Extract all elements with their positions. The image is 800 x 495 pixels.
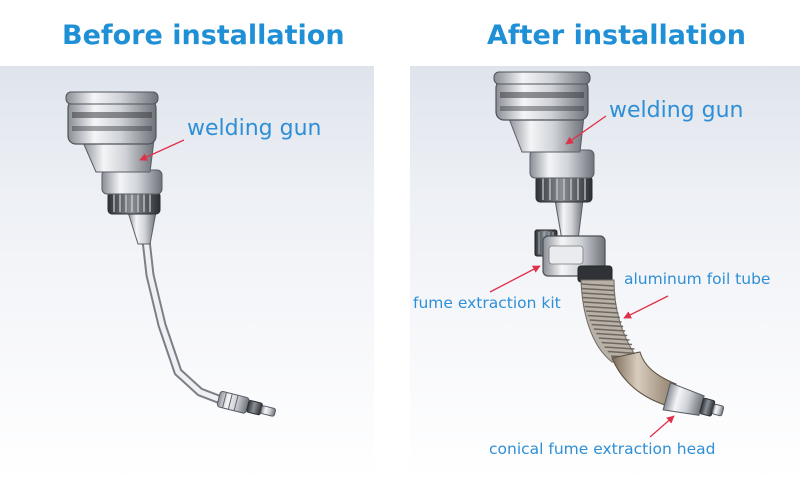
- welding-gun-right: [493, 71, 595, 241]
- foil-rib: [591, 323, 624, 328]
- fume-extraction-kit-label: fume extraction kit: [413, 294, 561, 312]
- foil-rib: [598, 337, 630, 341]
- welding-gun-label-right: welding gun: [609, 98, 744, 123]
- welding-gun-left: [65, 91, 276, 417]
- fume-extraction-kit-part: [534, 229, 613, 283]
- foil-rib: [582, 296, 616, 301]
- foil-rib: [601, 341, 632, 346]
- foil-rib: [586, 310, 619, 314]
- foil-rib: [583, 301, 617, 305]
- conical-head-label: conical fume extraction head: [489, 440, 716, 458]
- callout-arrows: [139, 115, 675, 438]
- before-panel-background: [0, 66, 374, 484]
- arrow-conical-head: [649, 415, 675, 438]
- arrow-welding-gun-right: [565, 115, 607, 145]
- after-heading: After installation: [487, 20, 746, 51]
- foil-rib: [581, 287, 615, 292]
- before-heading: Before installation: [62, 20, 345, 51]
- arrow-fume-kit: [489, 265, 541, 293]
- foil-rib: [593, 328, 626, 332]
- arrow-foil-tube: [623, 295, 669, 319]
- foil-rib: [589, 319, 622, 323]
- foil-rib: [584, 305, 618, 310]
- aluminum-foil-tube-part: [580, 279, 641, 363]
- foil-rib: [604, 346, 635, 350]
- conical-head-part: [611, 351, 725, 417]
- arrow-welding-gun-left: [139, 139, 185, 161]
- foil-rib: [581, 292, 615, 296]
- welding-gun-label-left: welding gun: [187, 116, 322, 141]
- foil-rib: [580, 283, 615, 287]
- foil-rib: [596, 332, 628, 337]
- foil-rib: [587, 314, 620, 319]
- aluminum-foil-tube-label: aluminum foil tube: [624, 270, 771, 288]
